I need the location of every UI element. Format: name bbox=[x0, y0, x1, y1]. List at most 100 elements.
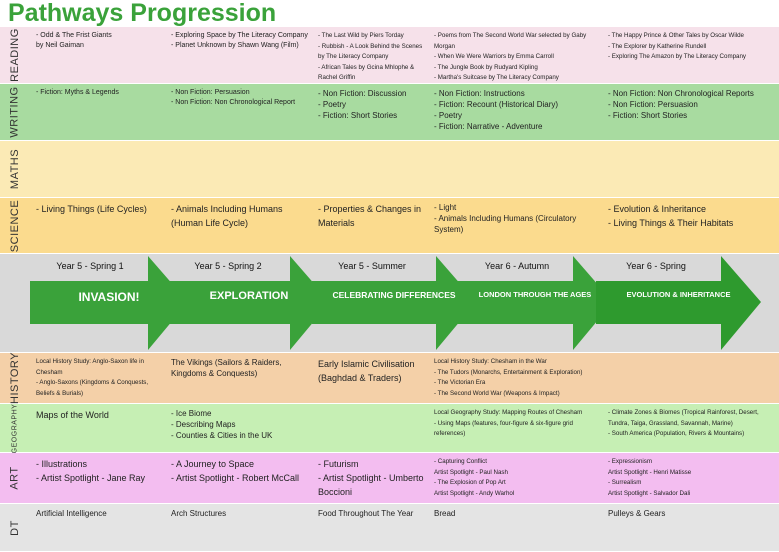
cell-art-2: - A Journey to Space- Artist Spotlight -… bbox=[165, 453, 312, 503]
cell-line: - Non Fiction: Persuasion bbox=[171, 89, 250, 96]
row-label-text: READING bbox=[9, 28, 21, 82]
cell-writing-1: - Fiction: Myths & Legends bbox=[30, 84, 165, 140]
cell-geography-2: - Ice Biome - Describing Maps - Counties &… bbox=[165, 404, 312, 452]
row-label-writing: WRITING bbox=[0, 84, 30, 140]
row-label-text: GEOGRAPHY bbox=[11, 403, 19, 453]
row-geography: GEOGRAPHY Maps of the World - Ice Biome - D… bbox=[0, 403, 779, 453]
row-history: HISTORY Local History Study: Anglo-Saxon … bbox=[0, 352, 779, 404]
cell-line: Pulleys & Gears bbox=[608, 509, 666, 518]
row-label-history: HISTORY bbox=[0, 352, 30, 404]
term-label: Year 6 - Autumn bbox=[484, 261, 550, 271]
cell-dt-1: Artificial Intelligence bbox=[30, 504, 165, 551]
term-theme: INVASION! bbox=[78, 290, 140, 304]
cell-line: - Describing Maps bbox=[171, 420, 236, 429]
cell-line: - Living Things (Life Cycles) bbox=[36, 204, 147, 214]
cell-art-1: - Illustrations- Artist Spotlight - Jane… bbox=[30, 453, 165, 503]
cell-line: - Properties & Changes in Materials bbox=[318, 204, 422, 228]
cell-reading-5: - The Happy Prince & Other Tales by Osca… bbox=[602, 27, 779, 83]
cell-line: Early Islamic Civilisation (Baghdad & Tr… bbox=[318, 359, 415, 383]
row-label-text: SCIENCE bbox=[9, 199, 21, 252]
cell-line: - The Happy Prince & Other Tales by Osca… bbox=[608, 32, 744, 39]
cell-line: The Vikings (Sailors & Raiders, Kingdoms… bbox=[171, 358, 282, 378]
cell-line: - The Explorer by Katherine Rundell bbox=[608, 42, 707, 50]
cell-line: - Martha's Suitcase by The Literacy Comp… bbox=[434, 74, 559, 81]
cell-line: - Non Fiction: Non Chronological Reports bbox=[608, 89, 754, 98]
cell-dt-4: Bread bbox=[428, 504, 602, 551]
cell-line: Local History Study: Chesham in the War bbox=[434, 358, 547, 365]
term-theme: LONDON THROUGH THE AGES bbox=[478, 290, 592, 299]
term-label: Year 5 - Spring 1 bbox=[56, 261, 124, 271]
cell-science-1: - Living Things (Life Cycles) bbox=[30, 198, 165, 253]
term-theme: EVOLUTION & INHERITANCE bbox=[626, 290, 731, 299]
cell-maths-1 bbox=[30, 141, 165, 197]
cell-line: - Fiction: Recount (Historical Diary) bbox=[434, 100, 559, 109]
cell-line: Maps of the World bbox=[36, 410, 109, 420]
cell-line: Food Throughout The Year bbox=[318, 509, 414, 518]
cell-line: Local History Study: Anglo-Saxon life in… bbox=[36, 358, 144, 376]
cell-line: - Non Fiction: Non Chronological Report bbox=[171, 98, 296, 106]
cell-science-2: - Animals Including Humans (Human Life C… bbox=[165, 198, 312, 253]
cell-geography-5: - Climate Zones & Biomes (Tropical Rainf… bbox=[602, 404, 779, 452]
row-label-maths: MATHS bbox=[0, 141, 30, 197]
term-arrow bbox=[457, 256, 613, 350]
cell-maths-2 bbox=[165, 141, 312, 197]
row-label-dt: DT bbox=[0, 504, 30, 551]
cell-dt-5: Pulleys & Gears bbox=[602, 504, 779, 551]
cell-line: - Animals Including Humans (Human Life C… bbox=[171, 204, 283, 228]
cell-line: - Expressionism bbox=[608, 458, 653, 465]
cell-line: - Rubbish - A Look Behind the Scenes by … bbox=[318, 42, 423, 61]
cell-dt-2: Arch Structures bbox=[165, 504, 312, 551]
cell-line: - Counties & Cities in the UK bbox=[171, 431, 273, 440]
cell-reading-4: - Poems from The Second World War select… bbox=[428, 27, 602, 83]
term-label: Year 5 - Summer bbox=[338, 261, 406, 271]
cell-line: - Animals Including Humans (Circulatory … bbox=[434, 214, 577, 234]
cell-line: - Futurism bbox=[318, 459, 359, 469]
cell-line: - When We Were Warriors by Emma Carroll bbox=[434, 53, 554, 60]
cell-line: - Using Maps (features, four-figure & si… bbox=[434, 419, 573, 438]
term-theme: EXPLORATION bbox=[209, 290, 289, 302]
cell-reading-2: - Exploring Space by The Literacy Compan… bbox=[165, 27, 312, 83]
cell-writing-4: - Non Fiction: Instructions- Fiction: Re… bbox=[428, 84, 602, 140]
cell-line: - Exploring The Amazon by The Literacy C… bbox=[608, 53, 747, 60]
cell-line: - Surrealism bbox=[608, 479, 642, 486]
cell-line: - Poetry bbox=[434, 111, 463, 120]
row-label-text: WRITING bbox=[9, 86, 22, 138]
term-label: Year 6 - Spring bbox=[626, 261, 686, 271]
cell-line: - Climate Zones & Biomes (Tropical Rainf… bbox=[608, 409, 759, 427]
cell-writing-3: - Non Fiction: Discussion- Poetry- Ficti… bbox=[312, 84, 428, 140]
cell-science-5: - Evolution & Inheritance- Living Things… bbox=[602, 198, 779, 253]
cell-line: - Odd & The Frist Giants bbox=[36, 32, 112, 39]
row-label-text: ART bbox=[9, 466, 21, 490]
cell-line: - Anglo-Saxons (Kingdoms & Conquests, Be… bbox=[36, 379, 149, 397]
cell-line: - Living Things & Their Habitats bbox=[608, 218, 734, 228]
cell-line: - Non Fiction: Discussion bbox=[318, 89, 407, 98]
cell-writing-2: - Non Fiction: Persuasion - Non Fiction: … bbox=[165, 84, 312, 140]
cell-line: Artist Spotlight - Andy Warhol bbox=[434, 489, 515, 497]
cell-maths-5 bbox=[602, 141, 779, 197]
term-arrows bbox=[30, 256, 761, 350]
cell-line: Arch Structures bbox=[171, 509, 227, 518]
cell-line: - Ice Biome bbox=[171, 409, 212, 418]
cell-dt-3: Food Throughout The Year bbox=[312, 504, 428, 551]
cell-history-4: Local History Study: Chesham in the War-… bbox=[428, 353, 602, 403]
cell-line: - Fiction: Myths & Legends bbox=[36, 89, 119, 96]
cell-line: - Planet Unknown by Shawn Wang (Film) bbox=[171, 41, 299, 49]
cell-line: - African Tales by Gcina Mhlophe & Rache… bbox=[318, 63, 415, 82]
cell-line: - Capturing Conflict bbox=[434, 458, 487, 465]
row-label-text: MATHS bbox=[9, 148, 21, 190]
cell-line: - Artist Spotlight - Robert McCall bbox=[171, 473, 300, 483]
cell-geography-4: Local Geography Study: Mapping Routes of… bbox=[428, 404, 602, 452]
row-science: SCIENCE - Living Things (Life Cycles) - An… bbox=[0, 198, 779, 253]
cell-science-3: - Properties & Changes in Materials bbox=[312, 198, 428, 253]
row-label-text: HISTORY bbox=[9, 352, 21, 404]
row-label-geography: GEOGRAPHY bbox=[0, 403, 30, 453]
cell-line: - Non Fiction: Persuasion bbox=[608, 100, 698, 109]
cell-line: Local Geography Study: Mapping Routes of… bbox=[434, 409, 583, 416]
cell-line: - Light bbox=[434, 203, 457, 212]
cell-science-4: - Light - Animals Including Humans (Circu… bbox=[428, 198, 602, 253]
cell-line: - Poetry bbox=[318, 100, 347, 109]
